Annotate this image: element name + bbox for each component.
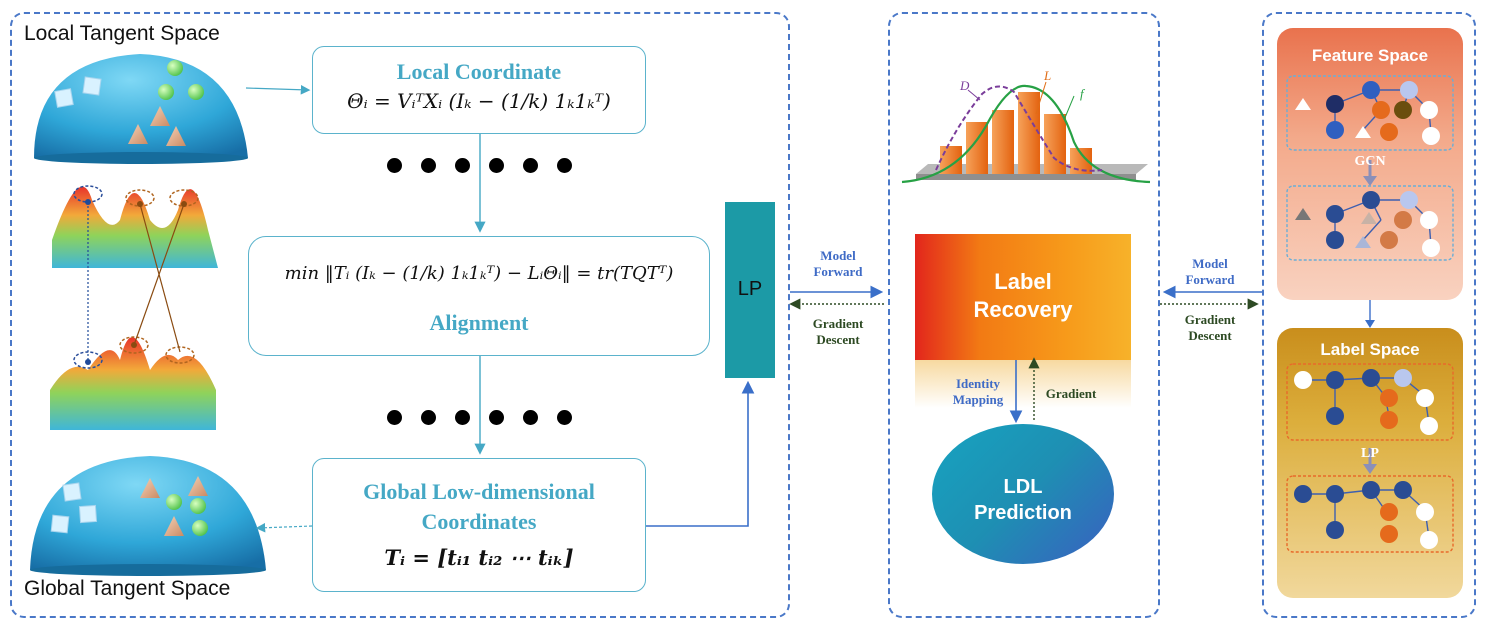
lp-block	[725, 202, 775, 378]
middle-arrows	[1009, 357, 1040, 424]
label-recovery-fade	[915, 360, 1131, 408]
label-space-lp-label: LP	[1361, 446, 1379, 461]
alignment-formula: min ‖Tᵢ (Iₖ − (1/k) 1ₖ1ₖᵀ) − LᵢΘᵢ‖ = tr(…	[284, 263, 674, 284]
ellipsis-dot	[557, 410, 572, 425]
gcn-label: GCN	[1354, 154, 1386, 169]
global-coordinates-formula: Tᵢ = [tᵢ₁ tᵢ₂ ⋯ tᵢₖ]	[384, 545, 574, 570]
local-tangent-space-title: Local Tangent Space	[24, 22, 220, 45]
label-recovery-text: Label Recovery	[915, 268, 1131, 324]
curve-label-d: D	[960, 78, 970, 93]
left-model-forward-label: Model Forward	[813, 248, 863, 279]
feature-space-title: Feature Space	[1311, 46, 1429, 65]
local-peaks	[52, 185, 218, 268]
curve-label-f: f	[1080, 86, 1084, 101]
alignment-box: min ‖Tᵢ (Iₖ − (1/k) 1ₖ1ₖᵀ) − LᵢΘᵢ‖ = tr(…	[248, 236, 710, 356]
local-coordinate-box: Local Coordinate Θᵢ = VᵢᵀXᵢ (Iₖ − (1/k) …	[312, 46, 646, 134]
ldl-line-2: Prediction	[974, 502, 1072, 524]
local-coordinate-formula: Θᵢ = VᵢᵀXᵢ (Iₖ − (1/k) 1ₖ1ₖᵀ)	[347, 89, 611, 113]
lp-block-label: LP	[737, 278, 763, 300]
right-model-forward-label: Model Forward	[1185, 256, 1235, 287]
ellipsis-dot	[455, 158, 470, 173]
feature-graphs	[1286, 75, 1454, 261]
ellipsis-dot	[489, 410, 504, 425]
label-graphs	[1286, 363, 1454, 553]
label-recovery-block	[915, 234, 1131, 360]
left-panel	[10, 12, 790, 618]
ellipsis-dot	[421, 410, 436, 425]
local-coordinate-title: Local Coordinate	[396, 59, 562, 84]
global-tangent-space-title: Global Tangent Space	[24, 577, 231, 600]
global-dome	[30, 456, 266, 576]
left-arrows	[245, 84, 755, 533]
feature-to-label-arrow	[1365, 300, 1375, 328]
middle-panel	[888, 12, 1160, 618]
local-dome	[34, 54, 248, 164]
distribution-illustration	[901, 81, 1151, 184]
identity-mapping-label: Identity Mapping	[952, 376, 1004, 407]
label-recovery-line-2: Recovery	[973, 297, 1073, 322]
link-line	[139, 203, 181, 353]
ldl-prediction-text: LDL Prediction	[932, 474, 1114, 526]
ellipsis-dot	[455, 410, 470, 425]
ellipsis-dot	[387, 158, 402, 173]
manifold-illustrations	[30, 54, 266, 576]
ellipsis-dot	[523, 158, 538, 173]
curve-label-l: L	[1044, 68, 1052, 83]
ellipsis-dot	[421, 158, 436, 173]
label-recovery-line-1: Label	[994, 269, 1052, 294]
label-space-title: Label Space	[1320, 340, 1420, 359]
global-coordinates-box: Global Low-dimensional Coordinates Tᵢ = …	[312, 458, 646, 592]
ellipsis-dot	[557, 158, 572, 173]
global-coordinates-title-1: Global Low-dimensional	[363, 479, 595, 504]
ellipsis-dot	[387, 410, 402, 425]
left-gradient-descent-label: Gradient Descent	[812, 316, 864, 347]
ldl-line-1: LDL	[1003, 476, 1043, 498]
ldl-prediction-ellipse	[932, 424, 1114, 564]
ellipsis-dot	[489, 158, 504, 173]
right-panel	[1262, 12, 1476, 618]
global-coordinates-title-2: Coordinates	[421, 509, 537, 534]
gradient-label: Gradient	[1045, 386, 1097, 401]
alignment-title: Alignment	[429, 310, 529, 335]
ellipsis-dot	[523, 410, 538, 425]
right-gradient-descent-label: Gradient Descent	[1184, 312, 1236, 343]
